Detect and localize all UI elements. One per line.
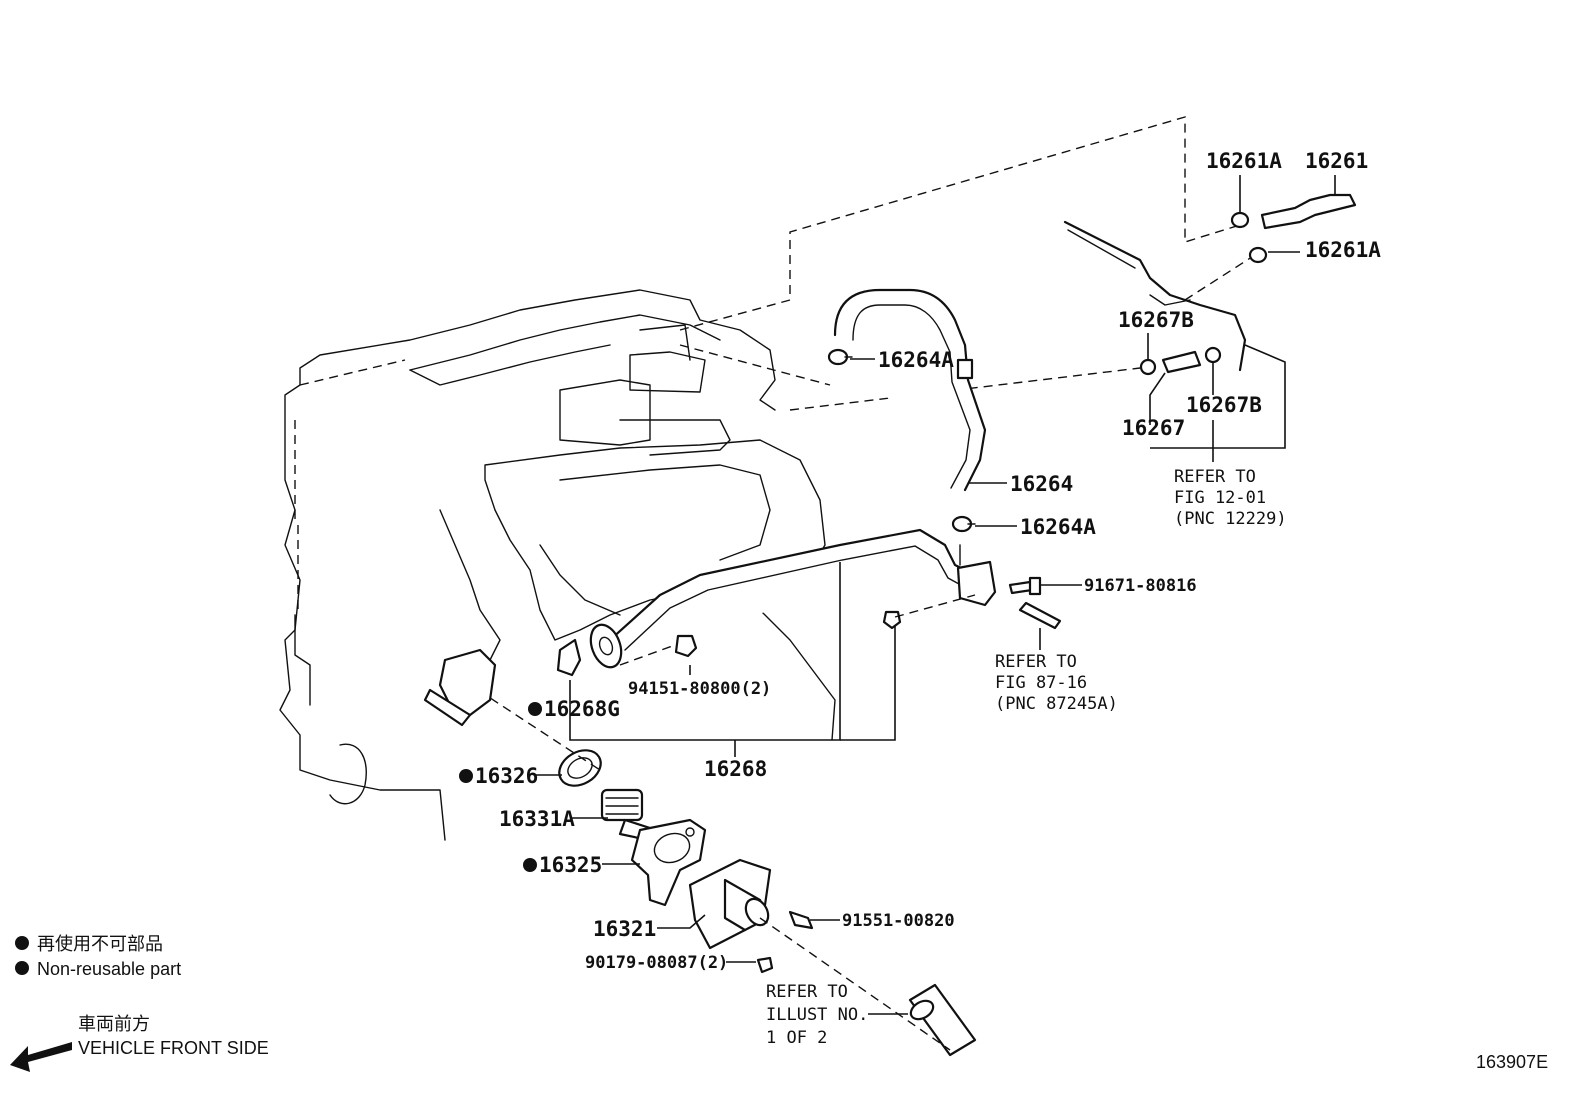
leader-lines xyxy=(535,175,1336,1015)
hose-16261 xyxy=(1260,193,1357,230)
legend-jp-text: 再使用不可部品 xyxy=(37,934,163,954)
hose-ref-87-16 xyxy=(1018,601,1062,630)
label-16267: 16267 xyxy=(1122,416,1185,440)
dashed-guide-housing xyxy=(759,917,951,1051)
clamp-16261A-top xyxy=(1230,211,1250,229)
nut-90179 xyxy=(756,956,774,974)
label-16267B-top: 16267B xyxy=(1118,308,1194,332)
label-91671-80816: 91671-80816 xyxy=(1084,576,1197,596)
non-reusable-dot-16268G xyxy=(528,702,542,716)
dashed-guide-94151 xyxy=(619,644,676,666)
clamp-16264A-mid xyxy=(951,515,976,533)
label-16261A-top: 16261A xyxy=(1206,149,1282,173)
hose-16264 xyxy=(833,288,987,492)
label-16264A-mid: 16264A xyxy=(1020,515,1096,539)
legend: 再使用不可部品 Non-reusable part xyxy=(15,934,181,979)
engine-outlet-flange xyxy=(423,648,497,727)
label-16268: 16268 xyxy=(704,757,767,781)
label-16331A: 16331A xyxy=(499,807,575,831)
legend-en-text: Non-reusable part xyxy=(37,959,181,979)
label-90179-08087: 90179-08087(2) xyxy=(585,953,728,973)
label-16325: 16325 xyxy=(539,853,602,877)
clamp-16264A-top xyxy=(827,348,853,366)
ref3-line1: REFER TO xyxy=(766,982,848,1002)
figure-id: 163907E xyxy=(1476,1052,1548,1072)
label-16261A-right: 16261A xyxy=(1305,238,1381,262)
legend-dot-jp xyxy=(15,936,29,950)
reference-fig-87-16: REFER TO FIG 87-16 (PNC 87245A) xyxy=(995,652,1118,714)
label-16268G: 16268G xyxy=(544,697,620,721)
dashed-guide-thermostat xyxy=(477,689,601,771)
nut-94151 xyxy=(674,634,698,658)
dashed-guide-16261A xyxy=(1184,254,1256,301)
gasket-16325 xyxy=(630,818,707,907)
pipe-bypass-illustration xyxy=(1063,220,1247,372)
direction-jp-text: 車両前方 xyxy=(78,1014,150,1034)
label-16326: 16326 xyxy=(475,764,538,788)
direction-en-text: VEHICLE FRONT SIDE xyxy=(78,1038,269,1058)
label-16321: 16321 xyxy=(593,917,656,941)
bolt-91671 xyxy=(1008,576,1042,596)
ref2-line1: REFER TO xyxy=(995,652,1077,672)
label-91551-00820: 91551-00820 xyxy=(842,911,955,931)
hose-ref-illust xyxy=(908,983,977,1057)
housing-16321 xyxy=(688,858,772,950)
clamp-16267B-right xyxy=(1204,346,1222,364)
pipe-16268 xyxy=(589,528,997,669)
label-94151-80800: 94151-80800(2) xyxy=(628,679,771,699)
hose-16267 xyxy=(1161,350,1202,374)
label-16264A-top: 16264A xyxy=(878,348,954,372)
bolt-91551 xyxy=(788,910,814,930)
ref2-line3: (PNC 87245A) xyxy=(995,694,1118,714)
clamp-16267B-left xyxy=(1139,358,1157,376)
label-16267B-bottom: 16267B xyxy=(1186,393,1262,417)
reference-fig-12-01: REFER TO FIG 12-01 (PNC 12229) xyxy=(1174,467,1287,529)
seal-16326 xyxy=(558,749,602,787)
dashed-guide-16267 xyxy=(789,367,1141,411)
ref3-line2: ILLUST NO. xyxy=(766,1005,868,1025)
ref3-line3: 1 OF 2 xyxy=(766,1028,827,1048)
part-labels: 16261A 16261 16261A 16267B 16267B 16267 … xyxy=(475,149,1381,973)
nut-pipe-support xyxy=(882,610,902,630)
ref2-line2: FIG 87-16 xyxy=(995,673,1087,693)
gasket-16268G xyxy=(556,638,582,677)
front-direction-arrow-icon xyxy=(10,1042,72,1072)
ref1-line1: REFER TO xyxy=(1174,467,1256,487)
clamp-16261A-right xyxy=(1248,246,1268,264)
non-reusable-markers xyxy=(459,702,542,872)
ref1-line3: (PNC 12229) xyxy=(1174,509,1287,529)
non-reusable-dot-16325 xyxy=(523,858,537,872)
vehicle-direction: 車両前方 VEHICLE FRONT SIDE xyxy=(10,1014,269,1072)
label-16261: 16261 xyxy=(1305,149,1368,173)
label-16264: 16264 xyxy=(1010,472,1073,496)
ref1-line2: FIG 12-01 xyxy=(1174,488,1266,508)
reference-illust-1-of-2: REFER TO ILLUST NO. 1 OF 2 xyxy=(766,982,868,1048)
legend-dot-en xyxy=(15,961,29,975)
non-reusable-dot-16326 xyxy=(459,769,473,783)
dashed-guide-hose xyxy=(679,344,831,386)
dashed-guide-top xyxy=(679,116,1241,331)
